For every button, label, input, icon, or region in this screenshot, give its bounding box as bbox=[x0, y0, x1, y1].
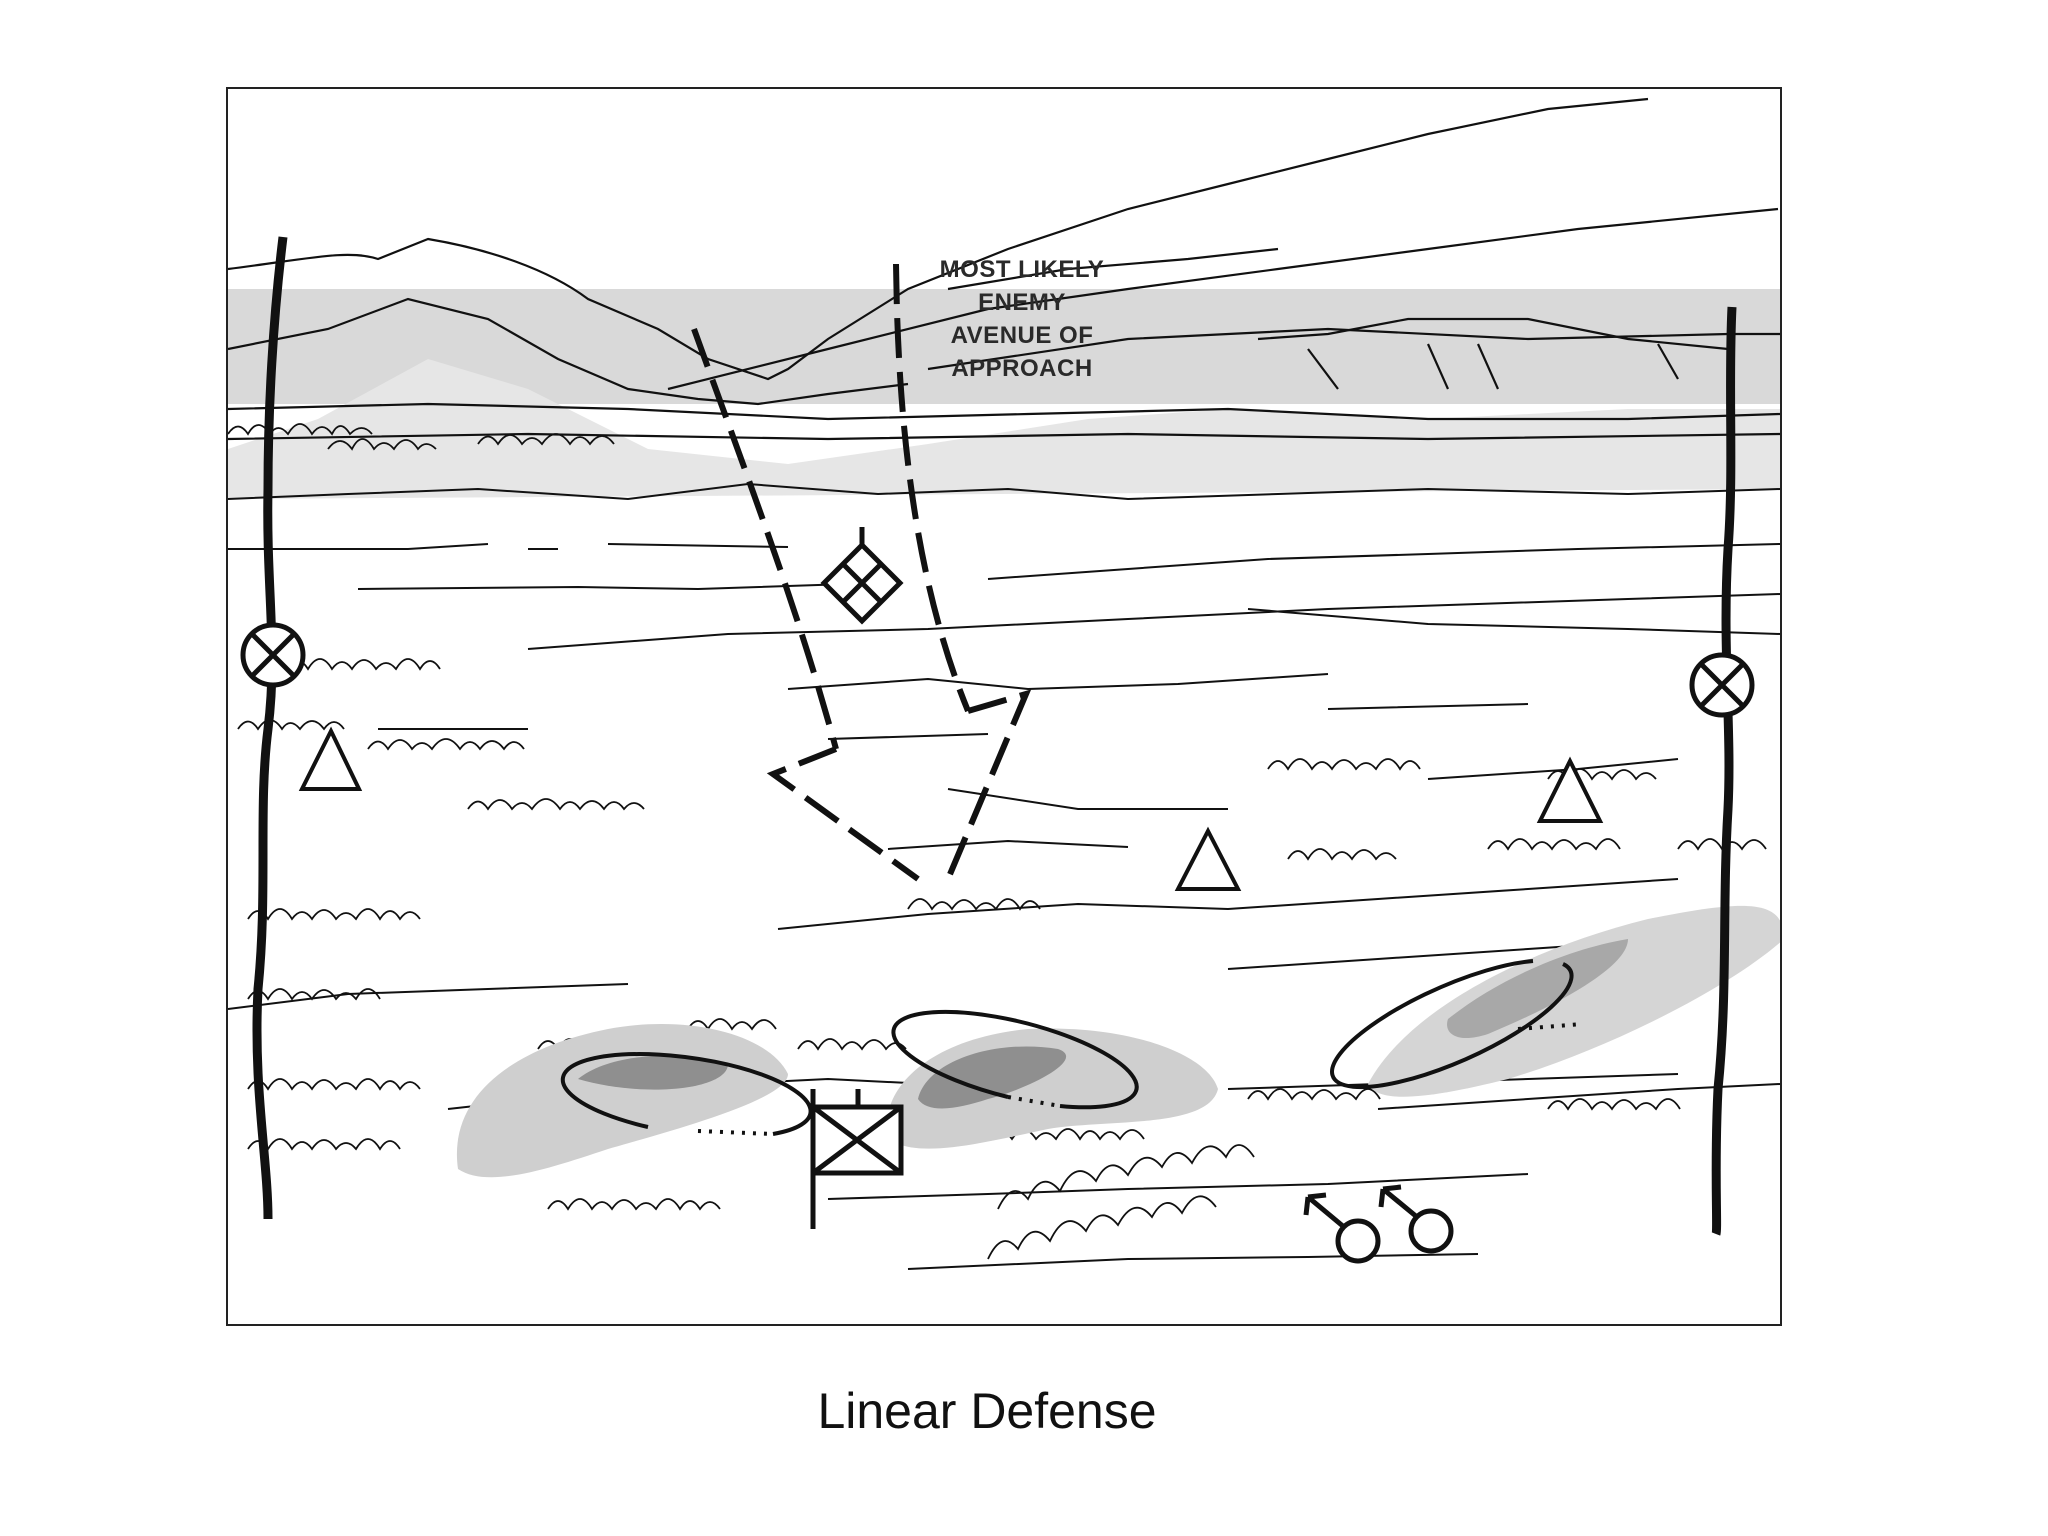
engagement-area-center bbox=[891, 1009, 1139, 1110]
boundary-right bbox=[1711, 306, 1737, 1236]
terrain-lines bbox=[228, 482, 1780, 1270]
figure-caption: Linear Defense bbox=[817, 1383, 1157, 1439]
callout-line-3: AVENUE OF bbox=[950, 322, 1094, 349]
engagement-area-right bbox=[1330, 959, 1574, 1090]
callout-line-4: APPROACH bbox=[951, 355, 1093, 382]
vegetation bbox=[228, 423, 1767, 1260]
mountain-ridges bbox=[228, 97, 1780, 441]
callout-line-2: ENEMY bbox=[978, 289, 1066, 316]
fire-zones bbox=[456, 905, 1780, 1178]
engagement-area-left-dots bbox=[697, 1129, 774, 1136]
diagram-frame: MOST LIKELY ENEMY AVENUE OF APPROACH bbox=[226, 87, 1782, 1326]
personnel-symbols bbox=[1303, 1184, 1454, 1264]
triangle-center bbox=[1174, 826, 1242, 891]
boundary-left bbox=[252, 236, 288, 1220]
callout-line-1: MOST LIKELY bbox=[939, 256, 1105, 283]
observation-posts bbox=[298, 726, 1604, 891]
target-reference-diamond bbox=[820, 527, 904, 625]
contact-point-right bbox=[1689, 652, 1755, 718]
distant-ridge-shade bbox=[228, 359, 1780, 499]
contact-point-left bbox=[240, 622, 306, 688]
avenue-of-approach-arrow bbox=[691, 263, 1032, 882]
avenue-of-approach-label: MOST LIKELY ENEMY AVENUE OF APPROACH bbox=[892, 253, 1152, 385]
triangle-left bbox=[298, 726, 363, 791]
triangle-right bbox=[1536, 756, 1604, 823]
terrain-sketch bbox=[228, 97, 1780, 1270]
command-post-flag bbox=[810, 1089, 904, 1229]
